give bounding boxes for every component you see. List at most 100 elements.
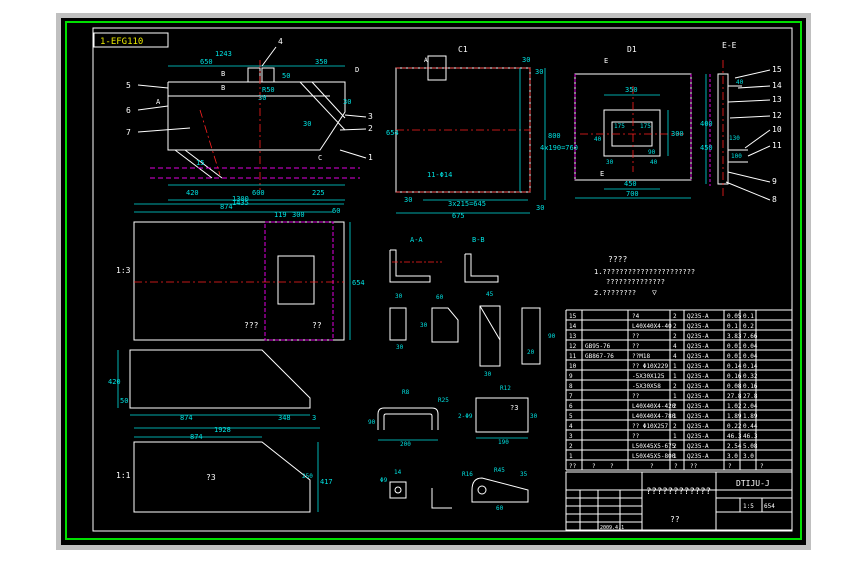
svg-text:250: 250 [302,473,313,480]
svg-text:3x215=645: 3x215=645 [448,200,486,208]
bom-cell: Q235-A [687,413,709,420]
svg-text:100: 100 [731,153,742,160]
svg-text:30: 30 [536,204,544,212]
bom-cell: 9 [569,373,573,380]
bom-header-cell: ? [728,463,732,470]
bom-cell: 2 [673,313,677,320]
bom-cell: Q235-A [687,453,709,460]
view-bottom-plate: 1928 874 1:1 250 417 ?3 [116,426,333,513]
svg-text:1243: 1243 [215,50,232,58]
svg-text:1:3: 1:3 [116,266,131,275]
view-sections: A-A B-B [389,236,499,283]
svg-text:30: 30 [420,322,428,329]
svg-text:45: 45 [486,291,494,298]
svg-text:4: 4 [278,37,283,46]
bom-cell: ?4 [632,313,640,320]
svg-text:119: 119 [274,211,287,219]
bom-cell: 8 [569,383,573,390]
svg-text:30: 30 [530,413,538,420]
svg-text:E-E: E-E [722,41,737,50]
bom-cell: 5.08 [743,443,758,450]
bom-cell: Q235-A [687,323,709,330]
bom-cell: 0.22 [727,423,742,430]
svg-text:DTIJU-J: DTIJU-J [736,479,770,488]
bom-cell: 1 [569,453,573,460]
inner-border [92,27,793,532]
svg-text:A-A: A-A [410,236,423,244]
bom-cell: 1 [673,393,677,400]
svg-text:2-Φ9: 2-Φ9 [458,413,473,420]
bom-cell: 0.16 [727,373,742,380]
svg-text:600: 600 [252,189,265,197]
svg-text:C: C [318,154,322,162]
bom-cell: Q235-A [687,313,709,320]
view-plate-13: R12 2-Φ9 30 190 ?3 [458,385,538,446]
svg-text:1435: 1435 [232,199,249,207]
svg-text:800: 800 [548,132,561,140]
svg-text:225: 225 [312,189,325,197]
svg-text:348: 348 [278,414,291,422]
bom-cell: 3.0 [727,453,738,460]
bom-header-cell: ? [592,463,596,470]
bom-cell: 1 [673,363,677,370]
view-big-plate: 874 1:3 1300 654 119 300 60 ??? ?? [116,195,365,341]
drawing-code-box [93,32,169,48]
bom-cell: Q235-A [687,333,709,340]
bom-cell: 10 [569,363,577,370]
view-trapezoid: 420 50 874 348 3 [108,349,316,422]
bom-cell: Q235-A [687,433,709,440]
bom-cell: ?? [632,393,640,400]
svg-text:700: 700 [626,190,639,198]
svg-text:350: 350 [625,86,638,94]
svg-text:6: 6 [126,106,131,115]
svg-text:D1: D1 [627,45,637,54]
bom-cell: 2 [673,403,677,410]
svg-text:B-B: B-B [472,236,485,244]
view-small-items: 14 Φ9 R16 R45 35 60 [380,467,529,512]
svg-text:30: 30 [535,68,543,76]
svg-text:30: 30 [606,159,614,166]
svg-text:654: 654 [764,503,775,510]
svg-text:417: 417 [320,478,333,486]
outer-border [65,21,802,540]
bom-cell: 2 [673,423,677,430]
bom-cell: Q235-A [687,343,709,350]
tech-notes: ???? 1.?????????????????????? ??????????… [594,255,695,297]
bom-cell: -5X30X58 [632,383,661,390]
svg-text:350: 350 [315,58,328,66]
bom-cell: 0.04 [743,343,758,350]
bom-cell: -5X30X125 [632,373,665,380]
svg-text:654: 654 [352,279,365,287]
bom-cell: ?? Φ10X257 [632,423,669,430]
bom-cell: 14 [569,323,577,330]
svg-text:2: 2 [368,124,373,133]
bom-cell: 3 [569,433,573,440]
svg-text:15: 15 [772,65,782,74]
bom-cell: 1.89 [743,413,758,420]
svg-text:40: 40 [594,136,602,143]
bom-cell: Q235-A [687,403,709,410]
bom-cell: 11 [569,353,577,360]
svg-text:30: 30 [396,344,404,351]
bom-cell: 1.02 [727,403,742,410]
svg-text:1300: 1300 [232,195,249,203]
svg-text:400: 400 [700,120,713,128]
bom-cell: 4 [569,423,573,430]
bom-header-cell: ? [674,463,678,470]
bom-header-cell: ?? [690,463,698,470]
svg-text:190: 190 [498,439,509,446]
bom-cell: ?? [632,343,640,350]
svg-text:300: 300 [292,211,305,219]
bom-cell: 15 [569,313,577,320]
bom-cell: L40X40X4-780 [632,413,676,420]
bom-cell: 2.54 [727,443,742,450]
svg-text:R50: R50 [262,86,275,94]
svg-text:30: 30 [404,196,412,204]
bom-cell: Q235-A [687,373,709,380]
svg-text:R12: R12 [500,385,511,392]
svg-text:R16: R16 [462,471,473,478]
svg-text:?3: ?3 [206,473,216,482]
bom-cell: 46.3 [727,433,742,440]
bom-header-cell: ? [650,463,654,470]
